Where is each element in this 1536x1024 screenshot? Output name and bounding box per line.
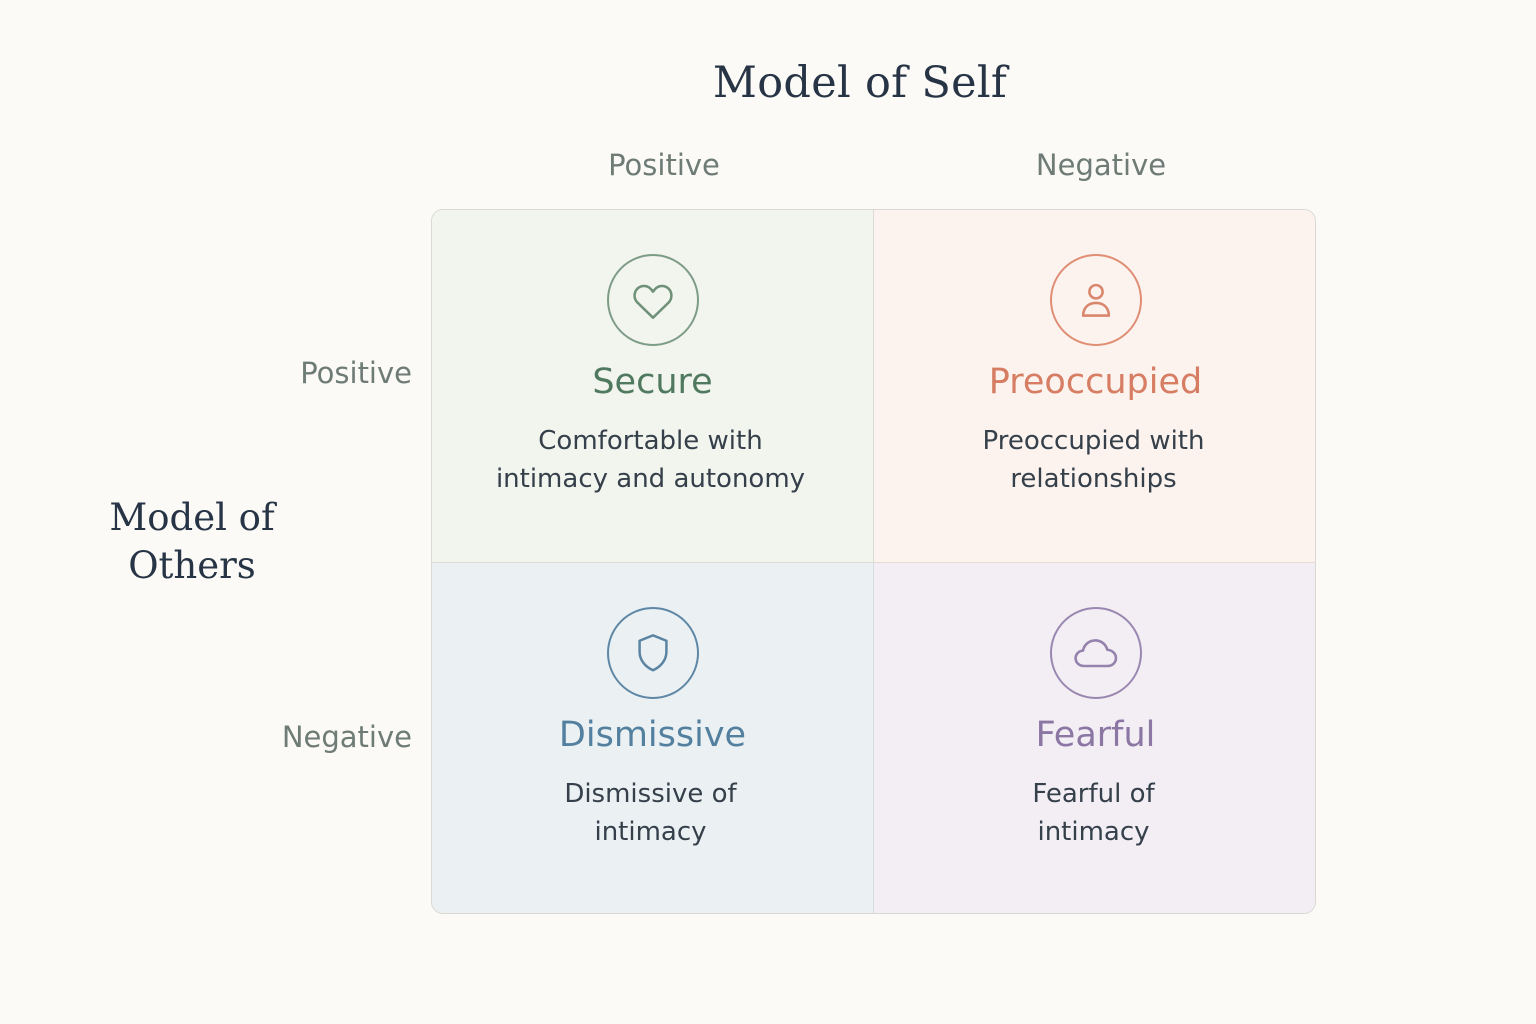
secure-description: Comfortable with intimacy and autonomy xyxy=(491,422,811,498)
heart-icon xyxy=(632,284,673,319)
quadrant-grid: Secure Comfortable with intimacy and aut… xyxy=(431,209,1316,914)
diagram-title: Model of Self xyxy=(712,58,1008,108)
fearful-icon-circle xyxy=(1049,607,1142,699)
quadrant-secure: Secure Comfortable with intimacy and aut… xyxy=(432,210,874,563)
quadrant-fearful: Fearful Fearful of intimacy xyxy=(874,563,1315,913)
fearful-description-line1: Fearful of xyxy=(1032,779,1155,809)
fearful-title: Fearful xyxy=(1035,715,1156,755)
preoccupied-description-line2: relationships xyxy=(1010,464,1177,494)
row-header-negative: Negative xyxy=(281,720,412,754)
preoccupied-description-line1: Preoccupied with xyxy=(982,426,1205,456)
dismissive-description-line2: intimacy xyxy=(594,817,707,847)
secure-description-line2: intimacy and autonomy xyxy=(495,464,806,494)
dismissive-title: Dismissive xyxy=(558,715,747,755)
axis-label-others-line1: Model of xyxy=(109,496,275,539)
column-header-positive: Positive xyxy=(608,148,720,182)
dismissive-description-line1: Dismissive of xyxy=(564,779,737,809)
preoccupied-icon-circle xyxy=(1049,254,1142,346)
preoccupied-title: Preoccupied xyxy=(988,362,1203,402)
secure-icon-circle xyxy=(606,254,699,346)
cloud-icon xyxy=(1073,639,1117,668)
fearful-description-line2: intimacy xyxy=(1037,817,1150,847)
person-icon xyxy=(1081,283,1110,317)
dismissive-description: Dismissive of intimacy xyxy=(491,775,811,851)
axis-label-others-line2: Others xyxy=(128,544,256,587)
quadrant-dismissive: Dismissive Dismissive of intimacy xyxy=(432,563,874,913)
column-header-negative: Negative xyxy=(1035,148,1167,182)
fearful-description: Fearful of intimacy xyxy=(934,775,1254,851)
preoccupied-description: Preoccupied with relationships xyxy=(934,422,1254,498)
quadrant-preoccupied: Preoccupied Preoccupied with relationshi… xyxy=(874,210,1315,563)
secure-title: Secure xyxy=(592,362,713,402)
shield-icon xyxy=(637,634,668,672)
secure-description-line1: Comfortable with xyxy=(538,426,763,456)
dismissive-icon-circle xyxy=(606,607,699,699)
row-header-positive: Positive xyxy=(300,356,412,390)
axis-label-others: Model of Others xyxy=(80,494,304,590)
